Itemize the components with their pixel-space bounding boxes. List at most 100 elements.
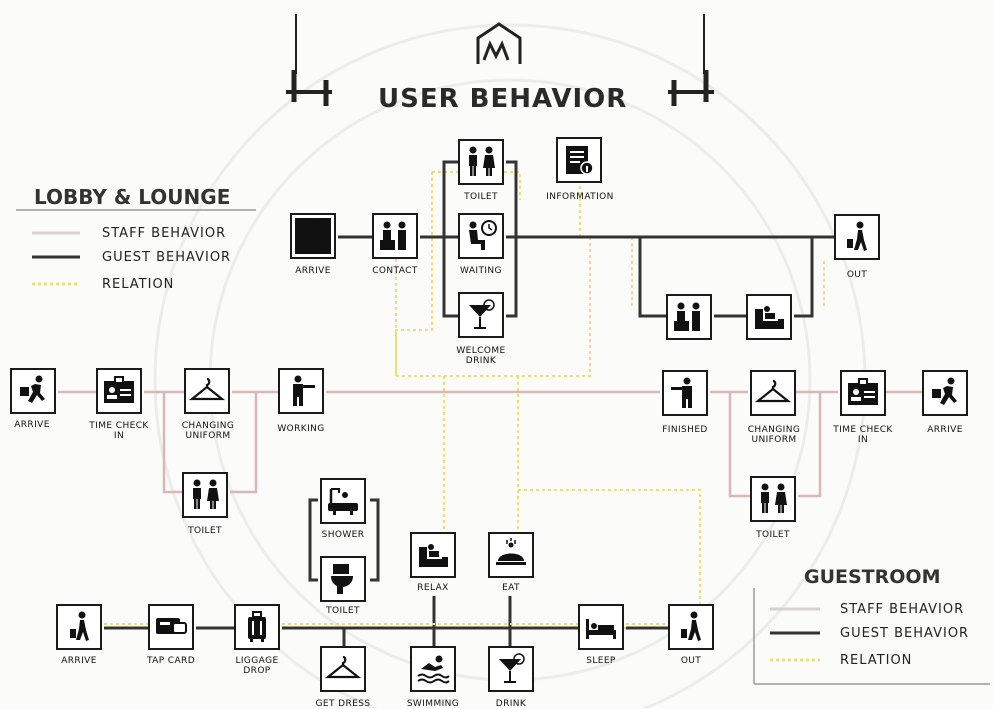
staff-arrive-right-label: ARRIVE (927, 425, 963, 435)
toilet-people-icon (193, 479, 219, 509)
staff-changing-uniform-left-node (184, 368, 230, 414)
staff-time-check-in-left-label: TIME CHECK IN (89, 421, 149, 441)
lobby-out-label: OUT (846, 270, 868, 280)
hanger-icon (189, 377, 225, 401)
lounge-chair-icon (755, 306, 784, 329)
room-get-dress-label: GET DRESS (315, 699, 371, 709)
guestroom-legend-guest: GUEST BEHAVIOR (840, 626, 970, 641)
room-arrive-label: ARRIVE (61, 656, 97, 666)
staff-toilet-left-node (182, 472, 228, 518)
room-sleep-label: SLEEP (586, 656, 616, 666)
staff-finished-node (662, 370, 708, 416)
antenna-decoration-left (286, 14, 332, 106)
guestroom-legend-relation: RELATION (840, 653, 913, 668)
information-document-icon (566, 146, 594, 175)
guestroom-guest-lines (104, 498, 668, 646)
lobby-contact-label: CONTACT (372, 266, 418, 276)
lobby-guest-lines (338, 160, 834, 318)
reception-desk-icon (674, 302, 700, 331)
food-cloche-icon (496, 538, 526, 565)
lobby-toilet-label: TOILET (464, 192, 498, 202)
lobby-toilet-node (458, 139, 504, 185)
staff-changing-uniform-right-node (750, 370, 796, 416)
id-card-icon (848, 378, 878, 405)
toilet-bowl-icon (331, 564, 353, 594)
room-tap-card-label: TAP CARD (146, 656, 196, 666)
key-card-icon (156, 618, 187, 634)
room-shower-label: SHOWER (321, 530, 365, 540)
room-eat-label: EAT (502, 583, 520, 593)
hanger-icon (755, 379, 791, 403)
staff-arrive-left-label: ARRIVE (14, 420, 50, 430)
lobby-legend-relation: RELATION (102, 277, 175, 292)
suitcase-icon (248, 611, 266, 642)
hanger-icon (325, 655, 361, 679)
lobby-lounge-seat-node (746, 294, 792, 340)
room-out-label: OUT (680, 656, 702, 666)
lounge-chair-icon (419, 544, 448, 567)
lobby-information-node (556, 137, 602, 183)
lobby-legend-guest: GUEST BEHAVIOR (102, 250, 232, 265)
lobby-arrive-label: ARRIVE (295, 266, 331, 276)
staff-pointing-icon (671, 377, 692, 408)
swimming-icon (417, 655, 450, 684)
room-drink-node (488, 646, 534, 692)
running-luggage-icon (20, 375, 45, 403)
running-luggage-icon (932, 377, 957, 405)
staff-changing-uniform-left-label: CHANGING UNIFORM (181, 421, 235, 441)
reception-desk-icon (380, 221, 406, 250)
guestroom-heading: GUESTROOM (804, 566, 941, 588)
staff-time-check-in-right-label: TIME CHECK IN (833, 425, 893, 445)
staff-toilet-right-label: TOILET (756, 530, 790, 540)
staff-pointing-icon (293, 375, 315, 406)
staff-time-check-in-left-node (96, 368, 142, 414)
staff-toilet-right-node (750, 476, 796, 522)
room-arrive-node (56, 604, 102, 650)
cocktail-icon (499, 653, 525, 683)
room-sleep-node (578, 604, 624, 650)
walking-luggage-icon (295, 218, 331, 254)
lobby-heading: LOBBY & LOUNGE (34, 185, 231, 209)
lobby-legend-staff: STAFF BEHAVIOR (102, 226, 227, 241)
lobby-contact-node (372, 213, 418, 259)
room-toilet-label: TOILET (326, 606, 360, 616)
room-out-node (668, 604, 714, 650)
lobby-out-node (834, 214, 880, 260)
guestroom-legend-lines (753, 588, 990, 685)
staff-changing-uniform-right-label: CHANGING UNIFORM (747, 425, 801, 445)
walking-out-icon (681, 611, 701, 641)
room-toilet-node (320, 556, 366, 602)
id-card-icon (104, 376, 134, 403)
bed-icon (586, 619, 616, 639)
room-eat-node (488, 532, 534, 578)
staff-toilet-left-label: TOILET (188, 526, 222, 536)
room-get-dress-node (320, 646, 366, 692)
staff-arrive-right-node (922, 370, 968, 416)
bathtub-icon (328, 488, 358, 515)
antenna-decoration-right (668, 14, 714, 106)
cocktail-icon (469, 299, 495, 329)
lobby-checkout-desk-node (666, 294, 712, 340)
guestroom-legend-staff: STAFF BEHAVIOR (840, 602, 965, 617)
lobby-waiting-label: WAITING (460, 266, 502, 276)
staff-finished-label: FINISHED (662, 425, 708, 435)
staff-working-label: WORKING (277, 424, 325, 434)
lobby-arrive-node (290, 213, 336, 259)
walking-out-icon (847, 221, 867, 251)
lobby-welcome-drink-label: WELCOME DRINK (456, 346, 506, 366)
room-luggage-drop-node (234, 604, 280, 650)
toilet-people-icon (469, 146, 495, 176)
page-title: USER BEHAVIOR (378, 84, 628, 114)
lobby-legend-lines (16, 209, 256, 286)
staff-time-check-in-right-node (840, 370, 886, 416)
lobby-information-label: INFORMATION (546, 192, 614, 202)
staff-working-node (278, 368, 324, 414)
room-swimming-label: SWIMMING (406, 699, 460, 709)
staff-lines (58, 390, 922, 498)
room-drink-label: DRINK (495, 699, 527, 709)
walking-luggage-icon (70, 611, 89, 641)
room-tap-card-node (148, 604, 194, 650)
room-swimming-node (410, 646, 456, 692)
room-relax-label: RELAX (417, 583, 449, 593)
